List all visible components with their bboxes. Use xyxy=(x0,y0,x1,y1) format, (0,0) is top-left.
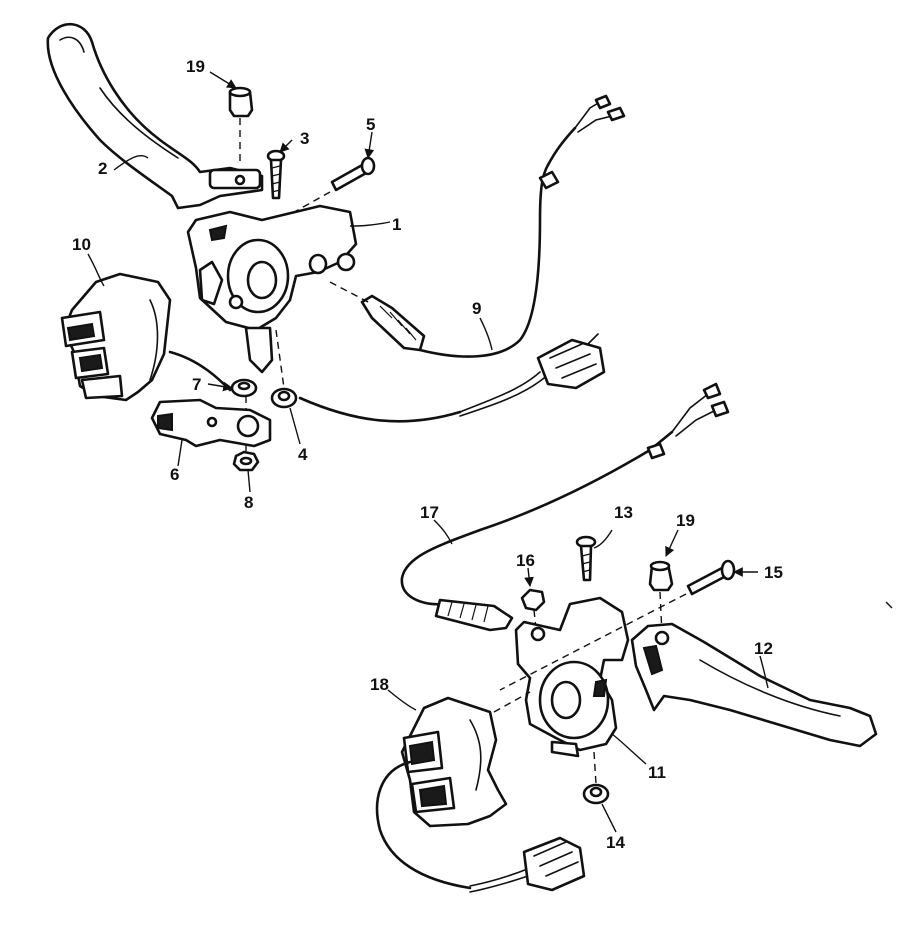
callout-1: 1 xyxy=(392,215,401,234)
callout-19-upper: 19 xyxy=(186,57,205,76)
screw-part-13 xyxy=(575,535,597,582)
right-lever-part-12 xyxy=(630,622,878,748)
lever-bracket-part-6 xyxy=(150,398,272,448)
left-housing-part-1 xyxy=(186,204,358,374)
washer-part-7 xyxy=(230,378,258,398)
right-housing-part-11 xyxy=(514,596,630,758)
callout-4: 4 xyxy=(298,445,308,464)
cable-part-9 xyxy=(168,94,626,423)
switch-wire-harness xyxy=(375,760,586,893)
screw-part-15 xyxy=(499,559,736,691)
callout-3: 3 xyxy=(300,129,309,148)
pin-cap-part-19-lower xyxy=(648,560,674,635)
bushing-part-14 xyxy=(582,751,610,805)
callout-7: 7 xyxy=(192,375,201,394)
callout-16: 16 xyxy=(516,551,535,570)
callout-labels: 1 2 3 4 5 6 7 8 9 10 11 12 13 14 15 16 1… xyxy=(72,57,783,852)
callout-19-lower: 19 xyxy=(676,511,695,530)
callout-6: 6 xyxy=(170,465,179,484)
callout-11: 11 xyxy=(648,763,666,782)
callout-8: 8 xyxy=(244,493,253,512)
screw-part-3 xyxy=(266,149,286,200)
callout-14: 14 xyxy=(606,833,625,852)
callout-17: 17 xyxy=(420,503,439,522)
pin-cap-part-19-upper xyxy=(228,86,254,165)
bushing-part-4 xyxy=(270,329,298,409)
cable-part-17 xyxy=(400,382,730,632)
stray-mark xyxy=(885,601,893,609)
callout-15: 15 xyxy=(764,563,783,582)
right-switch-part-18 xyxy=(400,691,531,828)
callout-18: 18 xyxy=(370,675,389,694)
callout-5: 5 xyxy=(366,115,375,134)
callout-9: 9 xyxy=(472,299,481,318)
left-lever-part-2 xyxy=(46,22,264,210)
left-switch-part-10 xyxy=(60,272,172,402)
callout-12: 12 xyxy=(754,639,773,658)
callout-leaders xyxy=(87,71,769,833)
callout-13: 13 xyxy=(614,503,633,522)
callout-2: 2 xyxy=(98,159,107,178)
callout-10: 10 xyxy=(72,235,91,254)
screw-part-5 xyxy=(279,156,376,221)
